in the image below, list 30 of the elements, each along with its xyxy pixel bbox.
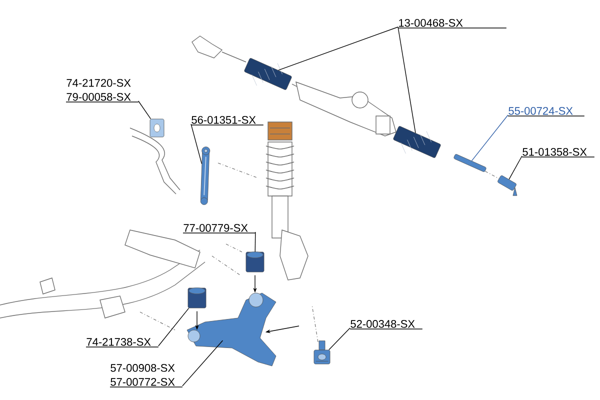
leader-line [471,114,508,162]
part-number-label: 74-21720-SX 79-00058-SX [66,79,139,102]
part-number-label: 77-00779-SX [182,224,256,234]
alignment-line [484,170,500,179]
leader-line [398,26,416,134]
ball-joint-drawing [314,340,330,364]
boot-drawing [393,126,441,158]
bushing-drawing [246,252,264,272]
boot-drawing [244,58,292,90]
part-number-label: 51-01358-SX [522,148,595,158]
stabilizer-link-drawing [200,146,210,205]
part-number-label: 55-00724-SX [508,107,585,116]
part-number-label: 74-21738-SX [86,338,159,348]
leader-line [278,26,398,71]
part-number-label: 13-00468-SX [398,19,507,28]
leader-line [138,100,152,120]
leader-line [508,156,522,180]
leader-line [190,124,202,164]
bushing-drawing [188,288,206,308]
leader-line [158,308,190,346]
bushing-drawing [150,118,164,138]
tie-rod-end-drawing [498,175,518,196]
part-number-label: 57-00908-SX 57-00772-SX [110,364,183,388]
leader-line [254,232,256,252]
control-arm-drawing [186,292,276,366]
leader-line [182,340,224,386]
part-number-label: 56-01351-SX [190,116,264,126]
part-number-label: 52-00348-SX [350,320,423,330]
tie-rod-drawing [454,154,486,172]
leader-line [328,328,350,350]
